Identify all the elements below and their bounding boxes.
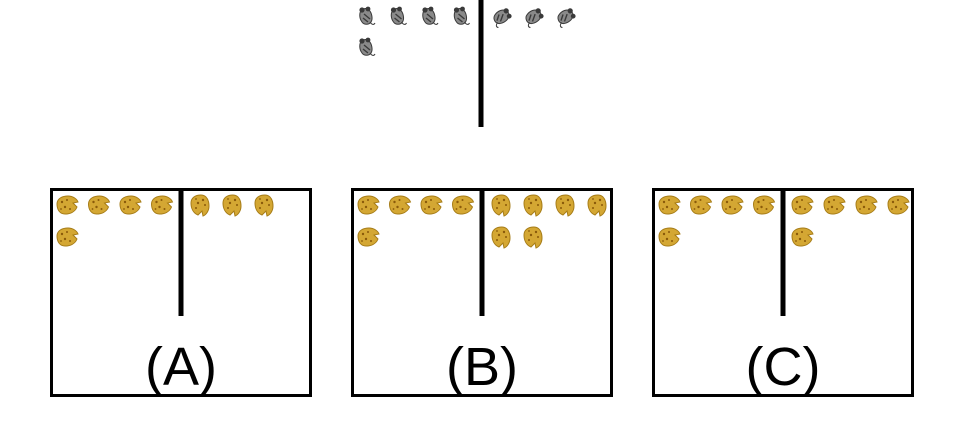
option-a-left-group — [56, 195, 173, 247]
cookie-icon — [254, 194, 274, 217]
cookie-icon — [587, 194, 607, 217]
option-b-right-group — [491, 194, 607, 249]
mouse-icon — [358, 5, 376, 26]
option-a-right-group — [190, 194, 274, 217]
mouse-icon — [358, 36, 376, 57]
option-c-left-group — [658, 195, 775, 247]
option-b-left-group — [357, 195, 474, 247]
mouse-icon — [523, 6, 547, 29]
cookie-icon — [222, 194, 242, 217]
cookie-icon — [658, 227, 681, 247]
mouse-icon — [555, 6, 579, 29]
mouse-icon — [390, 5, 408, 26]
cookie-icon — [855, 195, 878, 215]
cookie-icon — [823, 195, 846, 215]
option-b[interactable]: (B) — [351, 188, 613, 397]
question-right-group — [491, 6, 579, 29]
option-a-label: (A) — [145, 337, 217, 397]
cookie-icon — [523, 226, 543, 249]
cookie-icon — [555, 194, 575, 217]
cookie-icon — [658, 195, 681, 215]
cookie-icon — [887, 195, 910, 215]
cookie-icon — [420, 195, 443, 215]
cookie-icon — [491, 194, 511, 217]
cookie-icon — [721, 195, 744, 215]
cookie-icon — [452, 195, 474, 215]
cookie-icon — [119, 195, 142, 215]
mouse-icon — [421, 5, 439, 26]
cookie-icon — [523, 194, 543, 217]
cookie-icon — [151, 195, 173, 215]
option-c-right-group — [791, 195, 910, 247]
cookie-icon — [56, 227, 79, 247]
option-c[interactable]: (C) — [652, 188, 914, 397]
mouse-icon — [453, 5, 471, 26]
cookie-icon — [690, 195, 712, 215]
cookie-icon — [190, 194, 210, 217]
mouse-icon — [491, 6, 515, 29]
cookie-icon — [791, 195, 814, 215]
cookie-icon — [791, 227, 814, 247]
cookie-icon — [491, 226, 511, 249]
question-left-group — [358, 5, 471, 57]
cookie-icon — [357, 227, 380, 247]
cookie-icon — [357, 195, 380, 215]
option-c-label: (C) — [746, 337, 821, 397]
option-a[interactable]: (A) — [50, 188, 312, 397]
cookie-icon — [389, 195, 411, 215]
cookie-icon — [753, 195, 775, 215]
cookie-icon — [56, 195, 79, 215]
cookie-icon — [88, 195, 110, 215]
option-b-label: (B) — [446, 337, 518, 397]
question-figure — [358, 0, 579, 127]
